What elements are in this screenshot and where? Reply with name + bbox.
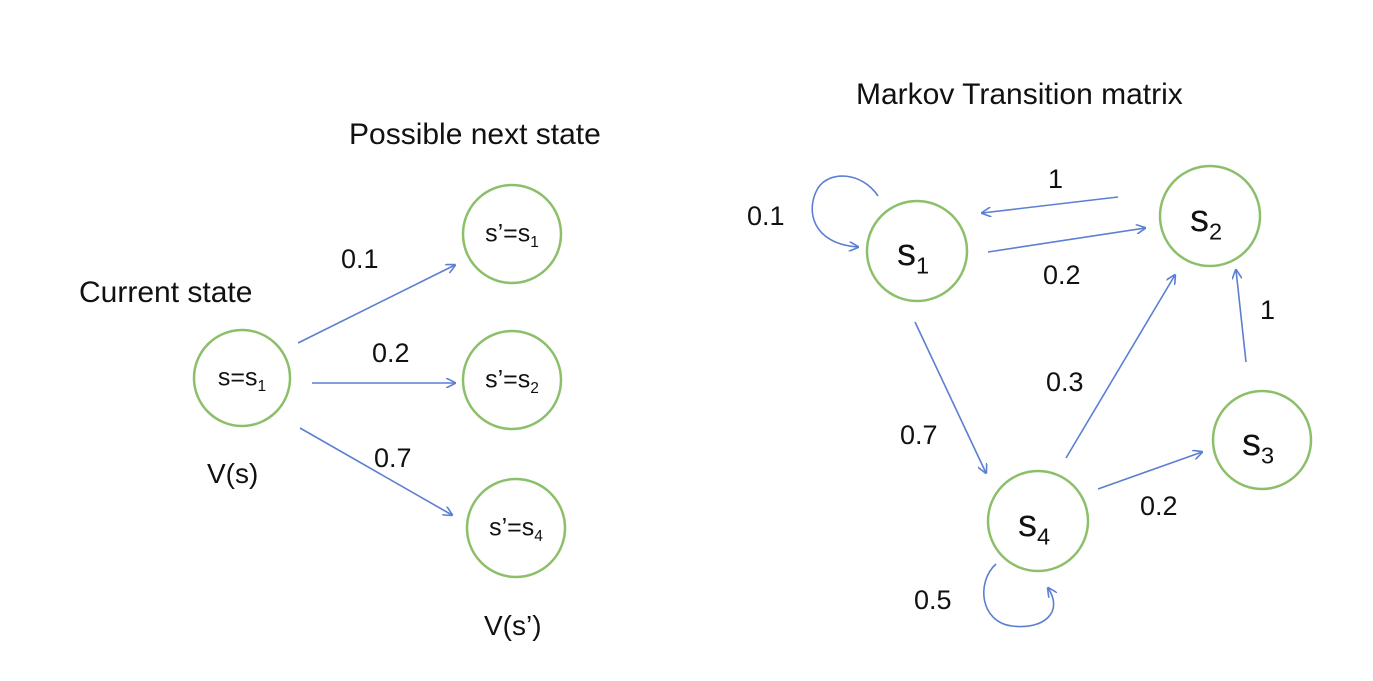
markov-node-s2-label: s2	[1189, 198, 1223, 245]
markov-transition-matrix-title: Markov Transition matrix	[856, 78, 1183, 111]
arrow-s4-self-loop	[982, 563, 1054, 628]
edge-label-s1-to-s4: 0.7	[900, 420, 938, 450]
next-state-node-s2	[461, 329, 563, 431]
arrow-s1-to-s2	[987, 228, 1145, 253]
edge-label-s4-self: 0.5	[914, 585, 952, 615]
arrow-s3-to-s2	[1236, 270, 1247, 363]
markov-node-s3	[1211, 389, 1313, 491]
edge-label-s4-to-s3: 0.2	[1140, 491, 1178, 521]
current-state-node	[192, 328, 292, 428]
value-current-state: V(s)	[207, 458, 259, 489]
arrow-s4-to-s2	[1065, 275, 1175, 459]
edge-label-to-next-s2: 0.2	[372, 338, 410, 368]
edge-label-to-next-s4: 0.7	[374, 443, 412, 473]
edge-label-to-next-s1: 0.1	[341, 244, 379, 274]
current-state-node-label: s=s1	[217, 363, 267, 395]
arrow-s1-self-loop	[811, 175, 879, 247]
markov-node-s2	[1158, 164, 1262, 268]
markov-node-s1	[865, 199, 969, 303]
markov-node-s1-label: s1	[896, 232, 930, 279]
next-state-s2-label: s’=s2	[485, 365, 539, 397]
next-state-s4-label: s’=s4	[489, 513, 543, 545]
markov-node-s4-label: s4	[1017, 503, 1051, 550]
edge-label-s3-to-s2: 1	[1260, 295, 1276, 325]
markov-node-s3-label: s3	[1241, 422, 1275, 469]
edge-label-s2-to-s1: 1	[1048, 164, 1064, 194]
arrow-to-next-s1	[297, 265, 455, 344]
arrow-to-next-s4	[299, 427, 452, 515]
markov-node-s4	[986, 469, 1090, 573]
current-state-label: Current state	[79, 276, 253, 309]
next-state-node-s1	[461, 183, 563, 285]
arrow-s2-to-s1	[982, 196, 1119, 213]
next-state-s1-label: s’=s1	[485, 219, 539, 251]
edge-label-s4-to-s2: 0.3	[1046, 367, 1084, 397]
next-state-node-s4	[465, 477, 567, 579]
arrow-s4-to-s3	[1097, 452, 1202, 490]
edge-label-s1-to-s2: 0.2	[1043, 260, 1081, 290]
arrow-s1-to-s4	[914, 321, 986, 473]
possible-next-state-title: Possible next state	[349, 118, 601, 151]
edge-label-s1-self: 0.1	[747, 201, 785, 231]
value-next-state: V(s’)	[484, 610, 542, 641]
